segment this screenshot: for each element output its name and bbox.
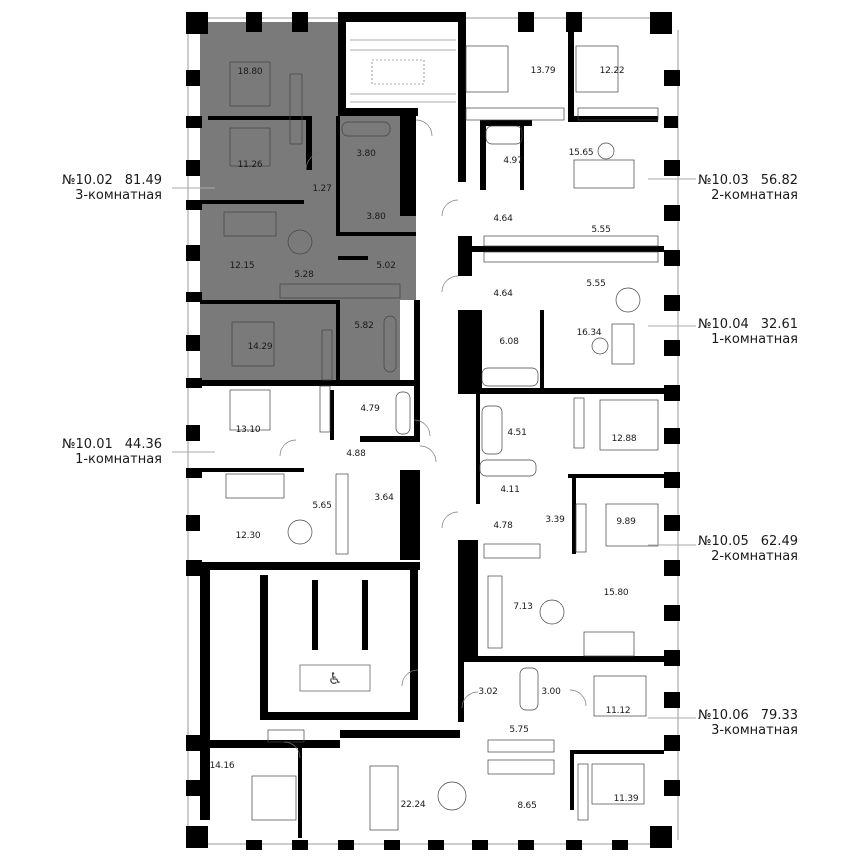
room-area: 13.79 — [530, 66, 556, 76]
room-area: 5.65 — [312, 501, 332, 511]
room-area: 4.51 — [507, 428, 527, 438]
apartment-area: 56.82 — [760, 173, 798, 188]
apartment-number: №10.05 — [698, 534, 749, 549]
room-area: 18.80 — [237, 67, 263, 77]
room-area: 15.80 — [603, 588, 629, 598]
apartment-area: 79.33 — [760, 708, 798, 723]
apartment-area: 81.49 — [124, 173, 162, 188]
accessible-area: ♿ — [299, 664, 371, 692]
apartment-label-10-01[interactable]: №10.01 44.36 1-комнатная — [62, 436, 162, 467]
room-area: 4.97 — [503, 156, 523, 166]
furniture — [223, 45, 659, 831]
room-area: 11.26 — [237, 160, 263, 170]
wheelchair-icon: ♿ — [328, 669, 342, 688]
room-area: 12.22 — [599, 66, 625, 76]
doors — [279, 119, 587, 759]
leader-lines — [172, 178, 696, 719]
room-area: 4.88 — [346, 449, 366, 459]
interior-walls — [200, 22, 664, 838]
room-area: 3.39 — [545, 515, 565, 525]
apartment-label-10-04[interactable]: №10.04 32.61 1-комнатная — [698, 316, 798, 347]
room-area: 14.29 — [247, 342, 273, 352]
apartment-number: №10.02 — [62, 173, 113, 188]
apartment-type: 2-комнатная — [711, 188, 798, 203]
room-area: 8.65 — [517, 801, 537, 811]
apartment-type: 3-комнатная — [711, 723, 798, 738]
room-area: 5.28 — [294, 270, 314, 280]
apartment-number: №10.03 — [698, 173, 749, 188]
room-area: 4.64 — [493, 289, 513, 299]
room-area: 4.64 — [493, 214, 513, 224]
apartment-type: 2-комнатная — [711, 549, 798, 564]
room-area: 11.12 — [605, 706, 631, 716]
room-area: 5.02 — [376, 261, 396, 271]
room-area: 12.30 — [235, 531, 261, 541]
room-area: 12.88 — [611, 434, 637, 444]
apartment-type: 3-комнатная — [75, 188, 162, 203]
room-area: 14.16 — [209, 761, 235, 771]
room-area: 5.55 — [591, 225, 611, 235]
room-area: 1.27 — [312, 184, 332, 194]
room-area: 4.11 — [500, 485, 520, 495]
apartment-number: №10.04 — [698, 317, 749, 332]
apartment-area: 62.49 — [760, 534, 798, 549]
room-area: 5.82 — [354, 321, 374, 331]
room-area: 13.10 — [235, 425, 261, 435]
room-area: 16.34 — [576, 328, 602, 338]
room-area: 15.65 — [568, 148, 594, 158]
apartment-label-10-02[interactable]: №10.02 81.49 3-комнатная — [62, 172, 162, 203]
room-area: 11.39 — [613, 794, 639, 804]
apartment-10-02-highlight[interactable] — [200, 22, 416, 380]
room-area: 22.24 — [400, 800, 426, 810]
room-area: 5.55 — [586, 279, 606, 289]
room-area: 7.13 — [513, 602, 533, 612]
room-area: 5.75 — [509, 725, 529, 735]
room-area: 9.89 — [616, 517, 636, 527]
apartment-type: 1-комнатная — [711, 332, 798, 347]
apartment-label-10-03[interactable]: №10.03 56.82 2-комнатная — [698, 172, 798, 203]
room-area: 4.79 — [360, 404, 380, 414]
room-area: 3.00 — [541, 687, 561, 697]
apartment-number: №10.01 — [62, 437, 113, 452]
stairwell — [350, 39, 456, 103]
apartment-label-10-05[interactable]: №10.05 62.49 2-комнатная — [698, 533, 798, 564]
apartment-label-10-06[interactable]: №10.06 79.33 3-комнатная — [698, 707, 798, 738]
room-area: 4.78 — [493, 521, 513, 531]
apartment-area: 32.61 — [760, 317, 798, 332]
room-area: 6.08 — [499, 337, 519, 347]
room-area: 3.64 — [374, 493, 394, 503]
apartment-area: 44.36 — [124, 437, 162, 452]
apartment-number: №10.06 — [698, 708, 749, 723]
room-area: 3.80 — [366, 212, 386, 222]
apartment-type: 1-комнатная — [75, 452, 162, 467]
room-area: 3.02 — [478, 687, 498, 697]
room-area: 12.15 — [229, 261, 255, 271]
room-area: 3.80 — [356, 149, 376, 159]
